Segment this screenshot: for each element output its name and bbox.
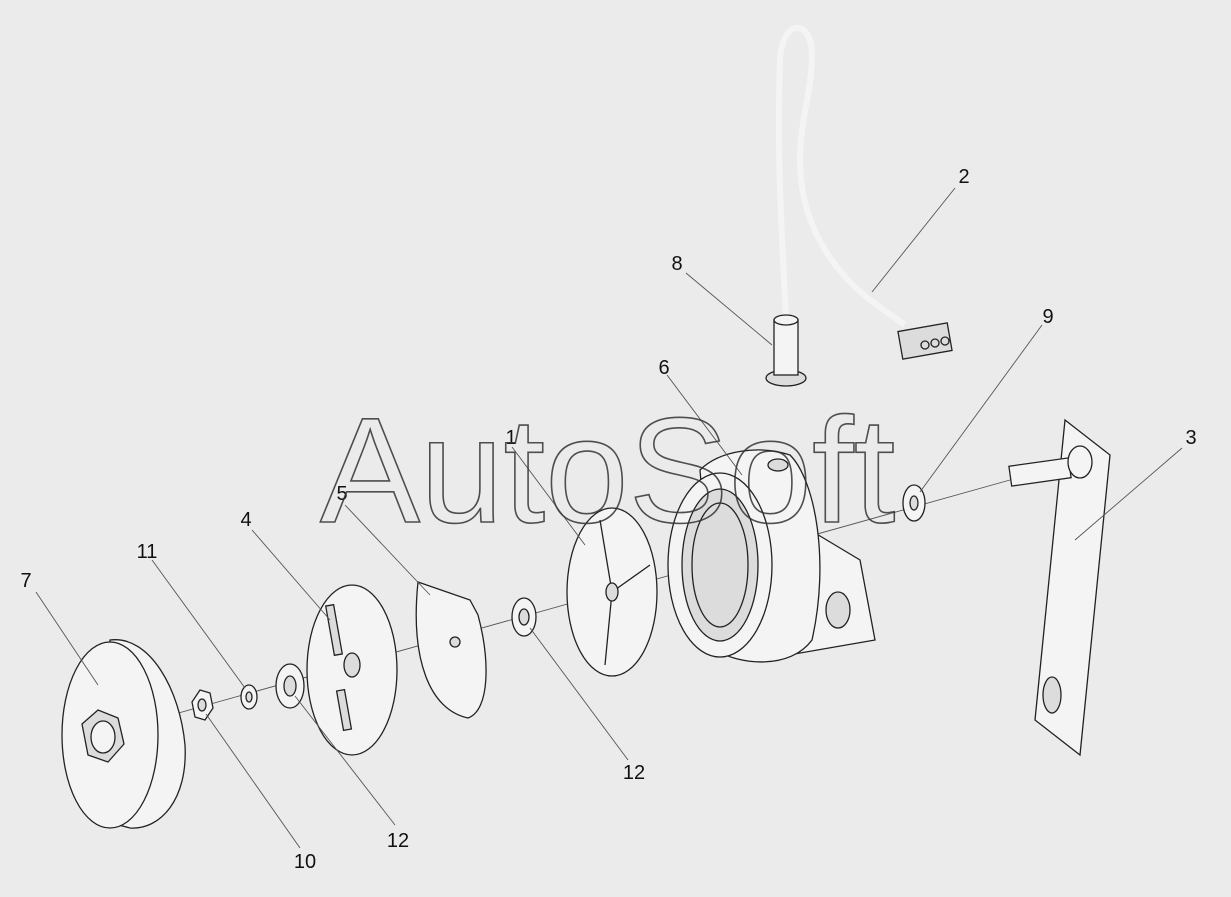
- disc-4: [306, 584, 398, 756]
- sleeve-bushing: [765, 314, 807, 387]
- cap-7: [61, 639, 186, 829]
- washer-12-right: [511, 597, 537, 637]
- lever: [1008, 418, 1111, 757]
- callout-2: 2: [958, 166, 969, 188]
- lock-washer-11: [240, 684, 258, 710]
- callout-3: 3: [1185, 427, 1196, 449]
- leader-lines: [35, 187, 1183, 849]
- callout-1: 1: [505, 427, 516, 449]
- nut-10: [191, 689, 214, 721]
- callout-10: 10: [294, 851, 316, 873]
- callout-12-right: 12: [623, 762, 645, 784]
- washer-12-left: [275, 663, 305, 709]
- callout-12-left: 12: [387, 830, 409, 852]
- washer-9: [902, 484, 926, 522]
- callout-9: 9: [1042, 306, 1053, 328]
- housing: [667, 449, 876, 663]
- callout-11: 11: [137, 541, 158, 563]
- callout-6: 6: [658, 357, 669, 379]
- wire-harness: [775, 24, 953, 360]
- callout-8: 8: [671, 253, 682, 275]
- plate-5: [415, 581, 487, 719]
- callout-4: 4: [240, 509, 251, 531]
- callout-5: 5: [336, 483, 347, 505]
- callouts: 1 2 3 4 5 6 7 8 9 10 11 12 12: [20, 166, 1196, 873]
- disc-1: [566, 507, 658, 677]
- watermark-text: AutoSoft: [320, 386, 895, 554]
- callout-7: 7: [20, 570, 31, 592]
